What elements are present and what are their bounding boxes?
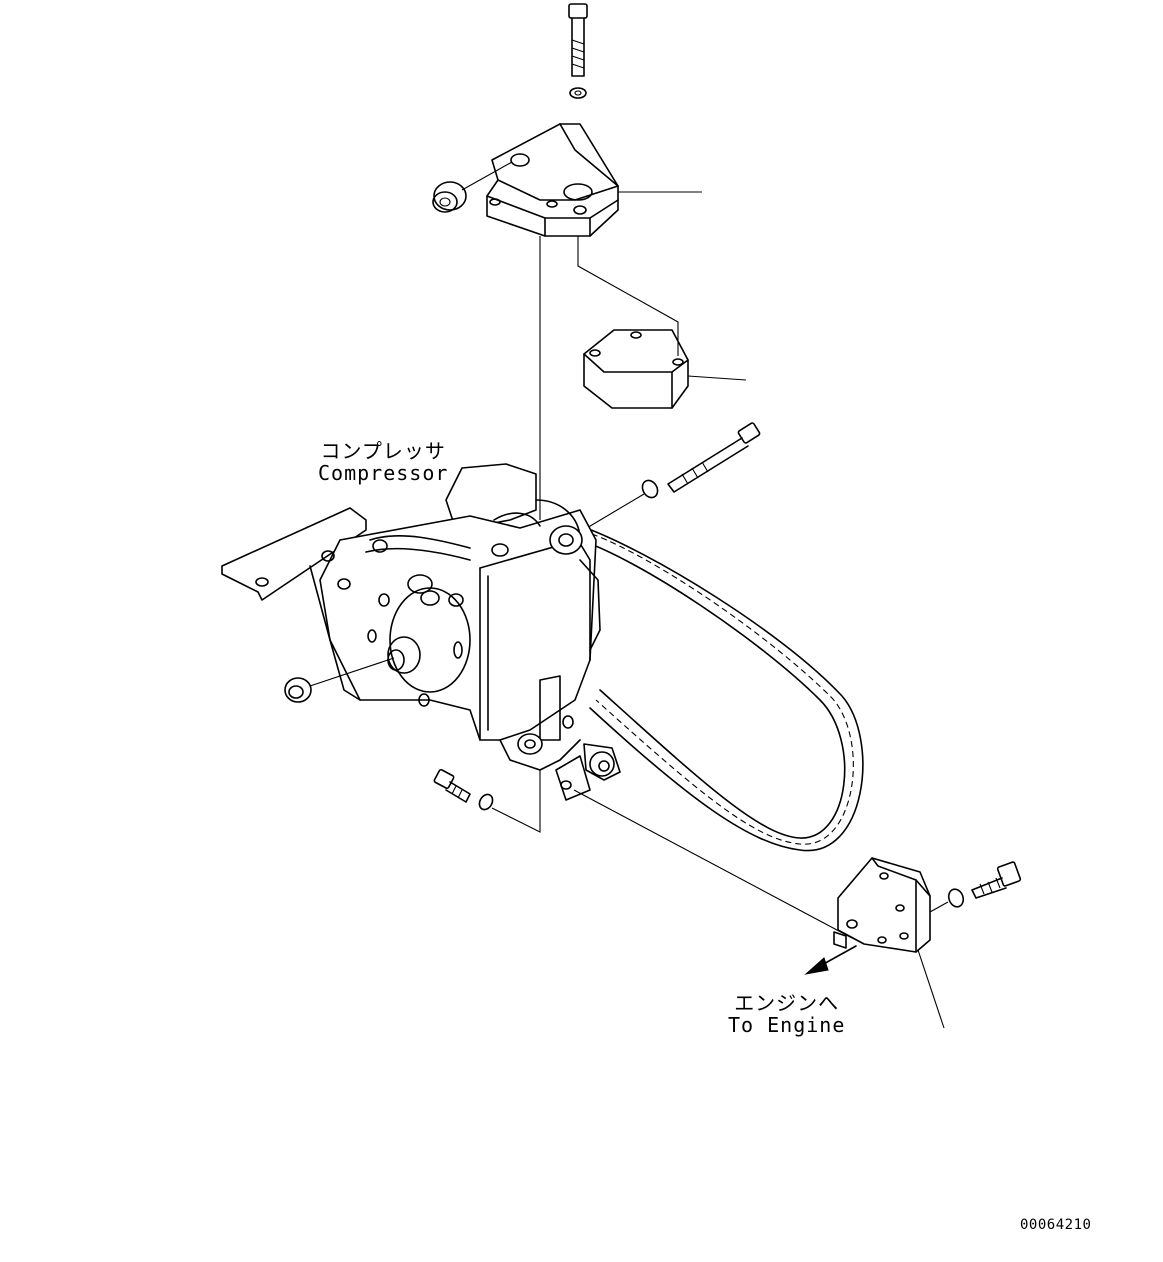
shim-plate [583, 329, 689, 409]
label-compressor: コンプレッサ Compressor [318, 440, 448, 484]
tension-link [555, 743, 621, 801]
nut-left [284, 677, 312, 703]
label-compressor-en: Compressor [318, 461, 449, 485]
leader-engine-bolt [929, 901, 949, 913]
lower-bolt [433, 768, 471, 803]
washer-engine-plate [947, 888, 965, 908]
washer-lower-bolt [478, 793, 494, 811]
leader-shim-plate [687, 375, 747, 381]
leader-spacer [461, 161, 513, 191]
leader-engine-plate [573, 789, 853, 939]
bolt-engine-plate [971, 861, 1022, 899]
label-engine-en: To Engine [728, 1013, 846, 1037]
leader-nut-left [309, 657, 395, 687]
top-bolt [568, 3, 588, 77]
compressor-body [221, 463, 601, 771]
label-engine-jp: エンジンへ [734, 991, 840, 1015]
spacer-nut-upper [432, 181, 467, 213]
engine-mount-plate [833, 857, 931, 953]
leader-lower-bolt [491, 770, 541, 833]
long-bolt [667, 422, 761, 493]
label-compressor-jp: コンプレッサ [320, 439, 446, 463]
drive-belt [579, 527, 864, 852]
arrow-to-engine [804, 945, 857, 975]
upper-bracket [486, 123, 619, 237]
washer-long-bolt [641, 479, 659, 499]
drawing-code: 00064210 [1020, 1217, 1092, 1233]
leader-shim-hole [577, 236, 679, 356]
leader-plate-callout [917, 949, 945, 1029]
top-washer [569, 87, 587, 99]
label-to-engine: エンジンへ To Engine [728, 992, 845, 1036]
